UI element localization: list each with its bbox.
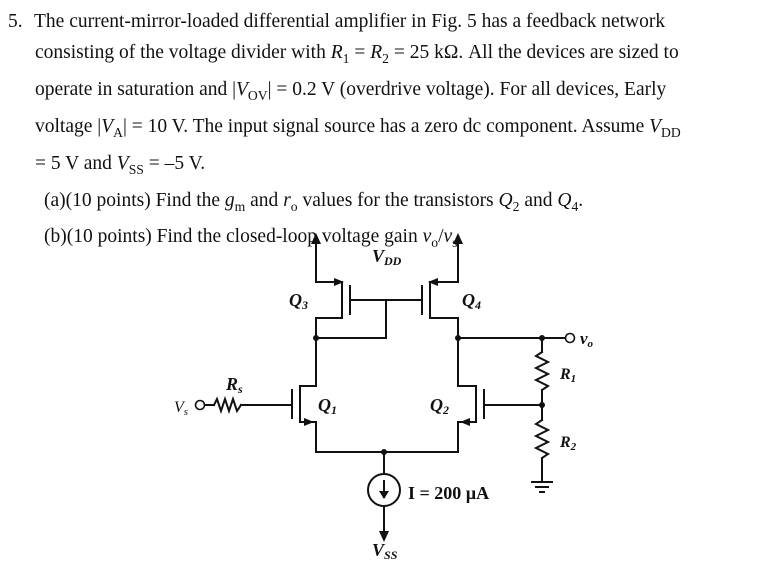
r2-subscript: 2 [382, 50, 389, 66]
r2-label: R2 [559, 434, 577, 453]
vdd-arrow-left-icon [311, 233, 321, 244]
part-a: (a)(10 points) Find the gm and ro values… [8, 185, 768, 222]
output-terminal [564, 332, 576, 344]
junction-dot [539, 335, 545, 341]
r1-label: R1 [559, 366, 576, 385]
vov-symbol: V [236, 78, 248, 100]
q4-subscript: 4 [571, 198, 579, 214]
vdd-subscript: DD [661, 124, 681, 140]
rs-label: Rs [225, 374, 243, 396]
problem-line-1: 5. The current-mirror-loaded differential… [8, 6, 768, 37]
problem-text: = [349, 42, 371, 63]
problem-text: = –5 V. [143, 152, 206, 174]
ro-subscript: o [290, 198, 298, 214]
q2-source-arrow-icon [460, 418, 470, 426]
input-terminal [194, 399, 206, 411]
q4-label: Q4 [462, 290, 481, 312]
gm-subscript: m [234, 198, 246, 214]
vo-subscript: o [431, 235, 439, 251]
vov-subscript: OV [247, 87, 268, 103]
rs-resistor [212, 395, 243, 415]
problem-line-5: = 5 V and VSS = –5 V. [8, 148, 768, 185]
vs-symbol: v [443, 226, 453, 248]
part-b-text: / [438, 226, 444, 248]
problem-text: | = 0.2 V (overdrive voltage). For all d… [267, 78, 667, 100]
va-subscript: A [113, 124, 123, 140]
part-a-text: . [578, 189, 584, 211]
q2-subscript: 2 [512, 198, 520, 214]
q3-source-arrow-icon [334, 278, 344, 286]
r1-resistor [533, 350, 551, 392]
vss-arrow-icon [379, 531, 389, 542]
vdd-symbol: V [649, 115, 662, 137]
part-a-text: and [519, 189, 558, 211]
vs-input-label: Vs [174, 399, 188, 418]
junction-dot [539, 402, 545, 408]
vdd-label: VDD [372, 246, 402, 268]
q2-symbol: Q [498, 189, 513, 211]
current-arrowhead-icon [379, 491, 389, 499]
problem-text: = 25 kΩ. All the devices are sized to [388, 42, 679, 63]
part-a-text: values for the transistors [297, 189, 499, 211]
part-b-label: (b) [44, 226, 67, 248]
problem-text: = 5 V and [35, 152, 117, 174]
problem-line-3: operate in saturation and |VOV| = 0.2 V … [8, 74, 768, 111]
vdd-arrow-right-icon [453, 233, 463, 244]
part-a-label: (a) [44, 189, 66, 211]
r2-symbol: R [370, 42, 383, 63]
part-a-text: and [245, 189, 284, 211]
ro-symbol: r [283, 189, 291, 211]
q2-label: Q2 [430, 395, 449, 417]
problem-text: operate in saturation and | [35, 78, 236, 100]
problem-number: 5. [8, 11, 23, 32]
q1-source-arrow-icon [304, 418, 314, 426]
problem-text: voltage | [35, 115, 102, 137]
q4-source-arrow-icon [428, 278, 438, 286]
vss-symbol: V [116, 152, 129, 174]
q4-symbol: Q [557, 189, 572, 211]
gm-symbol: g [224, 189, 235, 211]
r1-symbol: R [330, 42, 343, 63]
q3-label: Q3 [289, 290, 308, 312]
current-source-label: I = 200 µA [408, 483, 489, 503]
va-symbol: V [101, 115, 114, 137]
r2-resistor [533, 418, 551, 460]
vss-label: VSS [372, 540, 398, 562]
problem-text: The current-mirror-loaded differential a… [34, 11, 666, 32]
vo-output-label: vo [580, 329, 594, 350]
r1-subscript: 1 [342, 50, 350, 66]
problem-text: | = 10 V. The input signal source has a … [122, 115, 650, 137]
vo-symbol: v [422, 226, 432, 248]
problem-line-2: consisting of the voltage divider with R… [8, 37, 768, 74]
part-b-text: (10 points) Find the closed-loop voltage… [66, 226, 423, 248]
part-b: (b)(10 points) Find the closed-loop volt… [8, 221, 768, 258]
problem-text: consisting of the voltage divider with [35, 42, 331, 63]
problem-line-4: voltage |VA| = 10 V. The input signal so… [8, 111, 768, 148]
junction-dot [455, 335, 461, 341]
q1-label: Q1 [318, 395, 337, 417]
part-b-text: . [457, 226, 463, 248]
vss-subscript: SS [128, 161, 144, 177]
part-a-text: (10 points) Find the [65, 189, 225, 211]
problem-statement: 5. The current-mirror-loaded differential… [8, 6, 768, 258]
junction-dot [381, 449, 387, 455]
junction-dot [313, 335, 319, 341]
